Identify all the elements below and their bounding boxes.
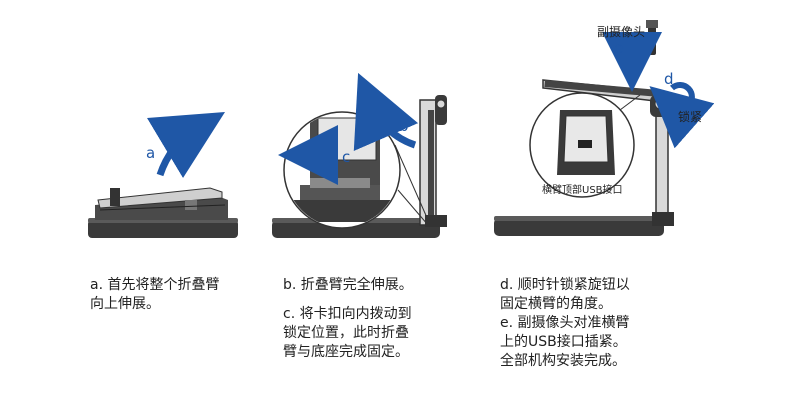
caption-a: a. 首先将整个折叠臂 向上伸展。 [90,277,220,312]
arrow-letter-d: d [664,70,674,88]
rotate-arrow-icon [649,82,715,149]
device-base [88,220,238,238]
arrow-a: a [146,111,226,179]
arrow-letter-c: c [342,148,350,166]
caption-b: b. 折叠臂完全伸展。 [283,277,413,293]
panel-3-caption: d. 顺时针锁紧旋钮以 固定横臂的角度。 e. 副摄像头对准横臂 上的USB接口… [500,276,700,371]
curved-arrow-icon [146,111,226,179]
panel-1-caption: a. 首先将整个折叠臂 向上伸展。 [90,276,290,314]
panel-2-caption: b. 折叠臂完全伸展。 c. 将卡扣向内拨动到 锁定位置，此时折叠 臂与底座完成… [283,276,483,362]
panel-2-device [272,95,447,238]
arrow-letter-a: a [146,144,155,162]
device-base [272,220,440,238]
arrow-letter-e: e [614,39,623,57]
usb-port-icon [578,140,592,148]
panel-1-device [88,187,238,238]
sub-camera-label: 副摄像头 [597,24,645,39]
usb-port-label: 横臂顶部USB接口 [542,183,623,196]
vertical-arm [655,99,669,226]
arrow-letter-b: b [399,117,409,135]
arrow-e: e [602,31,662,92]
caption-c: c. 将卡扣向内拨动到 锁定位置，此时折叠 臂与底座完成固定。 [283,306,412,360]
device-base [494,218,664,236]
arrow-c: c [278,125,350,185]
arrow-d: d [649,70,715,149]
curved-arrow-icon [353,72,419,152]
arrow-b: b [353,72,419,152]
caption-d: d. 顺时针锁紧旋钮以 固定横臂的角度。 [500,277,630,312]
sub-camera [648,25,656,55]
panel-3-device [494,20,674,236]
caption-e: e. 副摄像头对准横臂 上的USB接口插紧。 全部机构安装完成。 [500,315,630,369]
lock-label: 锁紧 [678,109,702,124]
